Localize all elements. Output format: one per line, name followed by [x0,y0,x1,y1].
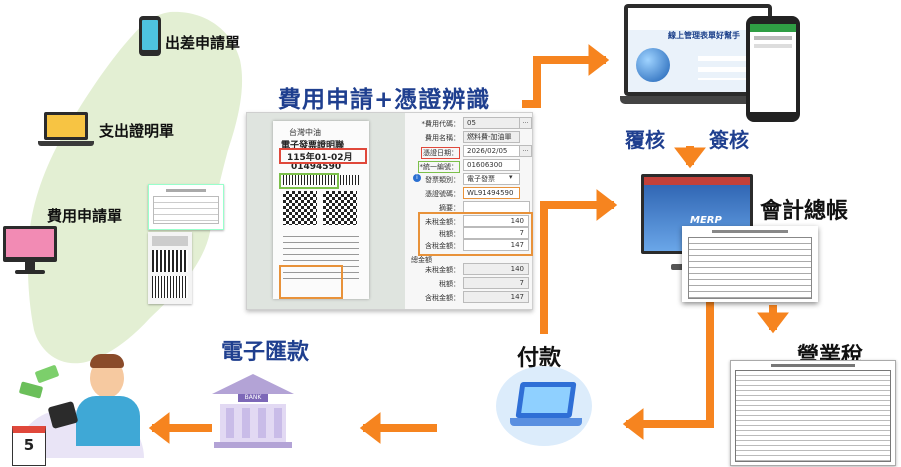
receipt-thumbnail [148,232,192,304]
code-lookup-button[interactable]: ... [519,117,532,129]
ocr-title: 費用申請+憑證辨識 [278,87,491,113]
payment-laptop-icon [496,366,592,446]
arrow-erp-to-payment [622,300,714,440]
expense-form-panel: 台灣中油 電子發票證明聯 115年01-02月 01494590 *費用代碼： … [246,112,533,310]
info-icon: i [413,174,421,182]
receipt-store: 台灣中油 [289,128,321,137]
phone-icon [139,16,161,56]
name-input[interactable]: 燃料費-加油單 [463,131,520,143]
bank-icon: BANK [212,374,294,448]
monitor-icon [3,226,57,278]
taxid-input[interactable]: 01606300 [463,159,520,171]
ledger-document [682,226,818,302]
receipt-amount-highlight [279,265,343,299]
receipt-photo: 台灣中油 電子發票證明聯 115年01-02月 01494590 [247,113,405,309]
gl-label: 會計總帳 [760,199,849,224]
paper-form-thumbnail [148,184,224,230]
field-sum-total: 含稅金額： 147 [407,291,532,303]
receipt-lines [283,231,359,281]
form-fields: *費用代碼： 05 ... 費用名稱： 燃料費-加油單 憑證日期： 2026/0… [407,113,533,309]
app-title: 線上管理表單好幫手 [668,31,740,40]
money-icon [34,364,60,384]
tax-input[interactable]: 7 [463,227,529,239]
code-input[interactable]: 05 [463,117,520,129]
chevron-down-icon: ▾ [509,173,513,181]
receipt-number: 01494590 [291,162,342,172]
sum-title: 總金額 [411,256,432,264]
erp-name: MERP [690,215,722,226]
receipt-taxid-highlight [279,173,339,189]
app-phone [746,16,800,122]
globe-icon [636,48,670,82]
receipt-period: 115年01-02月 [287,153,353,163]
wire-label: 電子匯款 [221,340,310,365]
trip-form-label: 出差申請單 [165,34,241,52]
field-tax: 稅額： 7 [407,227,532,239]
person-receiving-money: 5 [6,350,144,466]
field-total: 含稅金額： 147 [407,239,532,251]
voucher-number-input[interactable]: WL91494590 [463,187,520,199]
date-picker-button[interactable]: ... [519,145,532,157]
sum-total-value: 147 [463,291,529,303]
sign-label: 簽核 [709,128,749,152]
receipt-title: 電子發票證明聯 [281,141,345,151]
expense-proof-label: 支出證明單 [99,122,175,140]
field-name: 費用名稱： 燃料費-加油單 [407,131,532,143]
receipt-qr-left [283,191,317,225]
field-type: i 發票類別： 電子發票 ▾ [407,173,532,185]
field-taxid: *統一編號： 01606300 [407,159,532,173]
laptop-icon [38,112,94,152]
money-icon [18,381,44,399]
bank-sign: BANK [238,394,268,402]
field-sum-untaxed: 未稅金額： 140 [407,263,532,275]
field-untaxed: 未稅金額： 140 [407,215,532,227]
expense-form-label: 費用申請單 [47,207,123,225]
receipt-qr-right [323,191,357,225]
login-fields [698,50,748,80]
sum-tax-value: 7 [463,277,529,289]
field-sum-tax: 稅額： 7 [407,277,532,289]
untaxed-input[interactable]: 140 [463,215,529,227]
invoice-type-select[interactable]: 電子發票 [463,173,520,185]
calendar-icon: 5 [12,426,46,466]
field-number: 憑證號碼： WL91494590 [407,187,532,199]
field-code: *費用代碼： 05 ... [407,117,532,129]
total-input[interactable]: 147 [463,239,529,251]
receipt-date-highlight [279,148,367,164]
arrow-payment-to-erp [540,189,618,334]
arrow-form-to-app [522,44,610,108]
review-label: 覆核 [625,128,665,152]
field-date: 憑證日期： 2026/02/05 ... [407,145,532,159]
receipt-barcode [283,175,359,185]
amount-highlight [418,212,533,256]
sum-untaxed-value: 140 [463,263,529,275]
vat-form [730,360,896,466]
